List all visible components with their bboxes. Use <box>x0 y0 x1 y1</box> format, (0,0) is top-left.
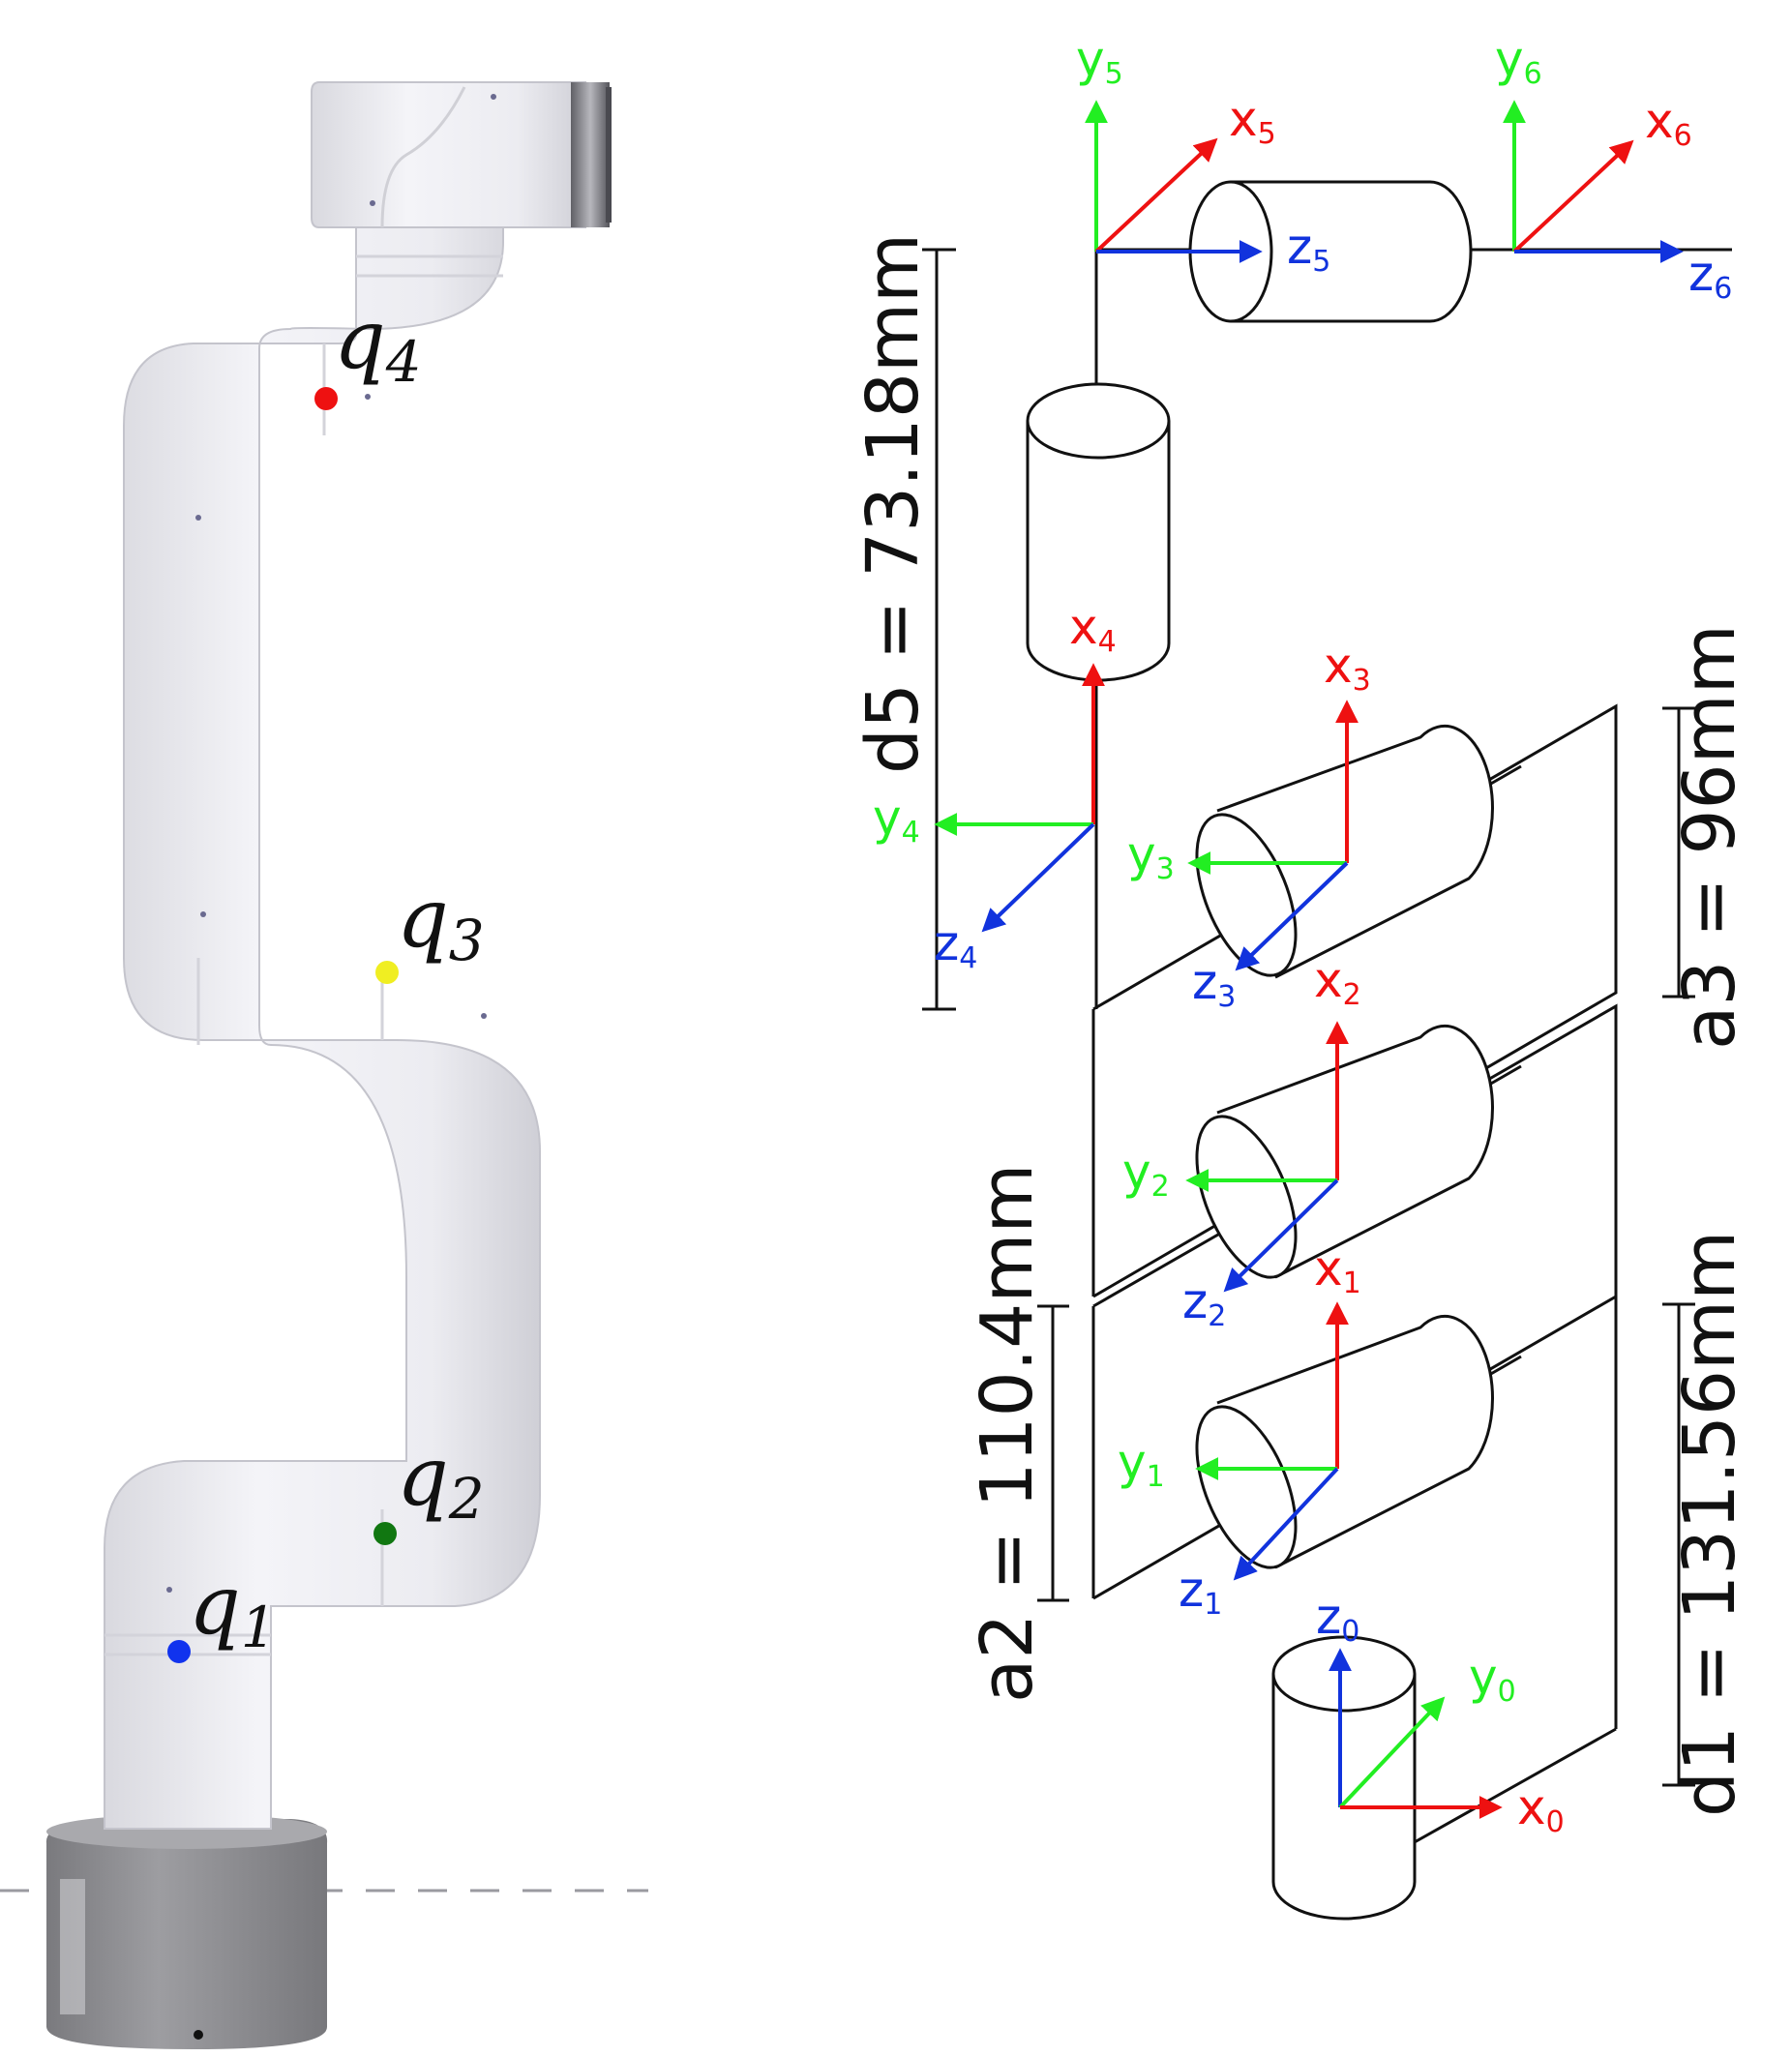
robot-arm-illustration: q1 q2 q3 q4 <box>0 81 648 2049</box>
robot-base <box>45 1814 328 2049</box>
frame3-x-label: x3 <box>1324 638 1371 698</box>
frame6-x-label: x6 <box>1645 93 1692 153</box>
frame3-y-label: y3 <box>1127 826 1175 886</box>
joint-q4-marker <box>314 387 338 410</box>
plane-base <box>1412 1297 1618 1845</box>
frame5-z-label: z5 <box>1287 219 1330 279</box>
joint-q3-marker <box>375 961 399 984</box>
robot-head <box>311 81 612 228</box>
joint-q3-label: q3 <box>397 871 485 973</box>
cylinder-base <box>1271 1635 1417 1921</box>
frame3-z-axis <box>1235 861 1349 971</box>
frame4-z-label: z4 <box>934 915 977 975</box>
cylinder-joint-1 <box>1195 1314 1522 1569</box>
dimension-d5-bracket <box>922 248 956 1011</box>
joint-q1-label: q1 <box>189 1558 277 1660</box>
kinematic-schematic <box>922 180 1732 1921</box>
frame5-x-label: x5 <box>1229 91 1276 151</box>
frame1-x-label: x1 <box>1314 1240 1361 1300</box>
frame0-x-label: x0 <box>1517 1779 1565 1839</box>
frame2-z-label: z2 <box>1182 1273 1226 1333</box>
frame6-x-axis <box>1512 139 1634 253</box>
cylinder-joint-3 <box>1195 724 1522 979</box>
frame4-z-axis <box>981 822 1095 933</box>
dimension-a3-label: a3 = 96mm <box>1668 624 1751 1050</box>
joint-q2-marker <box>373 1522 397 1545</box>
frame2-x-label: x2 <box>1314 952 1361 1012</box>
frame-axes <box>934 100 1684 1819</box>
frame6-y-label: y6 <box>1495 31 1542 91</box>
dimension-a2-bracket <box>1037 1304 1069 1602</box>
frame1-z-label: z1 <box>1179 1562 1222 1622</box>
frame0-y-label: y0 <box>1469 1649 1516 1709</box>
frame5-y-label: y5 <box>1076 31 1123 91</box>
frame1-y-label: y1 <box>1118 1434 1165 1494</box>
frame5-x-axis <box>1094 137 1218 253</box>
cylinder-joint-2 <box>1195 1024 1522 1279</box>
dimension-a3-bracket <box>1662 706 1695 999</box>
frame6-z-label: z6 <box>1688 246 1732 306</box>
frame2-z-axis <box>1223 1178 1339 1293</box>
joint-q4-label: q4 <box>334 292 422 395</box>
frame0-z-label: z0 <box>1316 1589 1359 1649</box>
dimension-d5-label: d5 = 73.18mm <box>851 233 935 774</box>
frame4-x-label: x4 <box>1069 599 1117 659</box>
frame4-y-label: y4 <box>873 790 920 850</box>
frame1-z-axis <box>1233 1467 1339 1581</box>
dimension-d1-bracket <box>1662 1302 1695 1787</box>
dimension-d1-label: d1 = 131.56mm <box>1668 1231 1751 1817</box>
dimension-a2-label: a2 = 110.4mm <box>966 1164 1049 1704</box>
robot-screws <box>166 94 496 1593</box>
robot-links <box>104 168 541 1830</box>
frame2-y-label: y2 <box>1122 1144 1170 1204</box>
frame0-y-axis <box>1338 1696 1446 1809</box>
frame3-z-label: z3 <box>1192 954 1236 1014</box>
joint-q1-marker <box>167 1640 191 1663</box>
joint-q2-label: q2 <box>397 1429 485 1532</box>
